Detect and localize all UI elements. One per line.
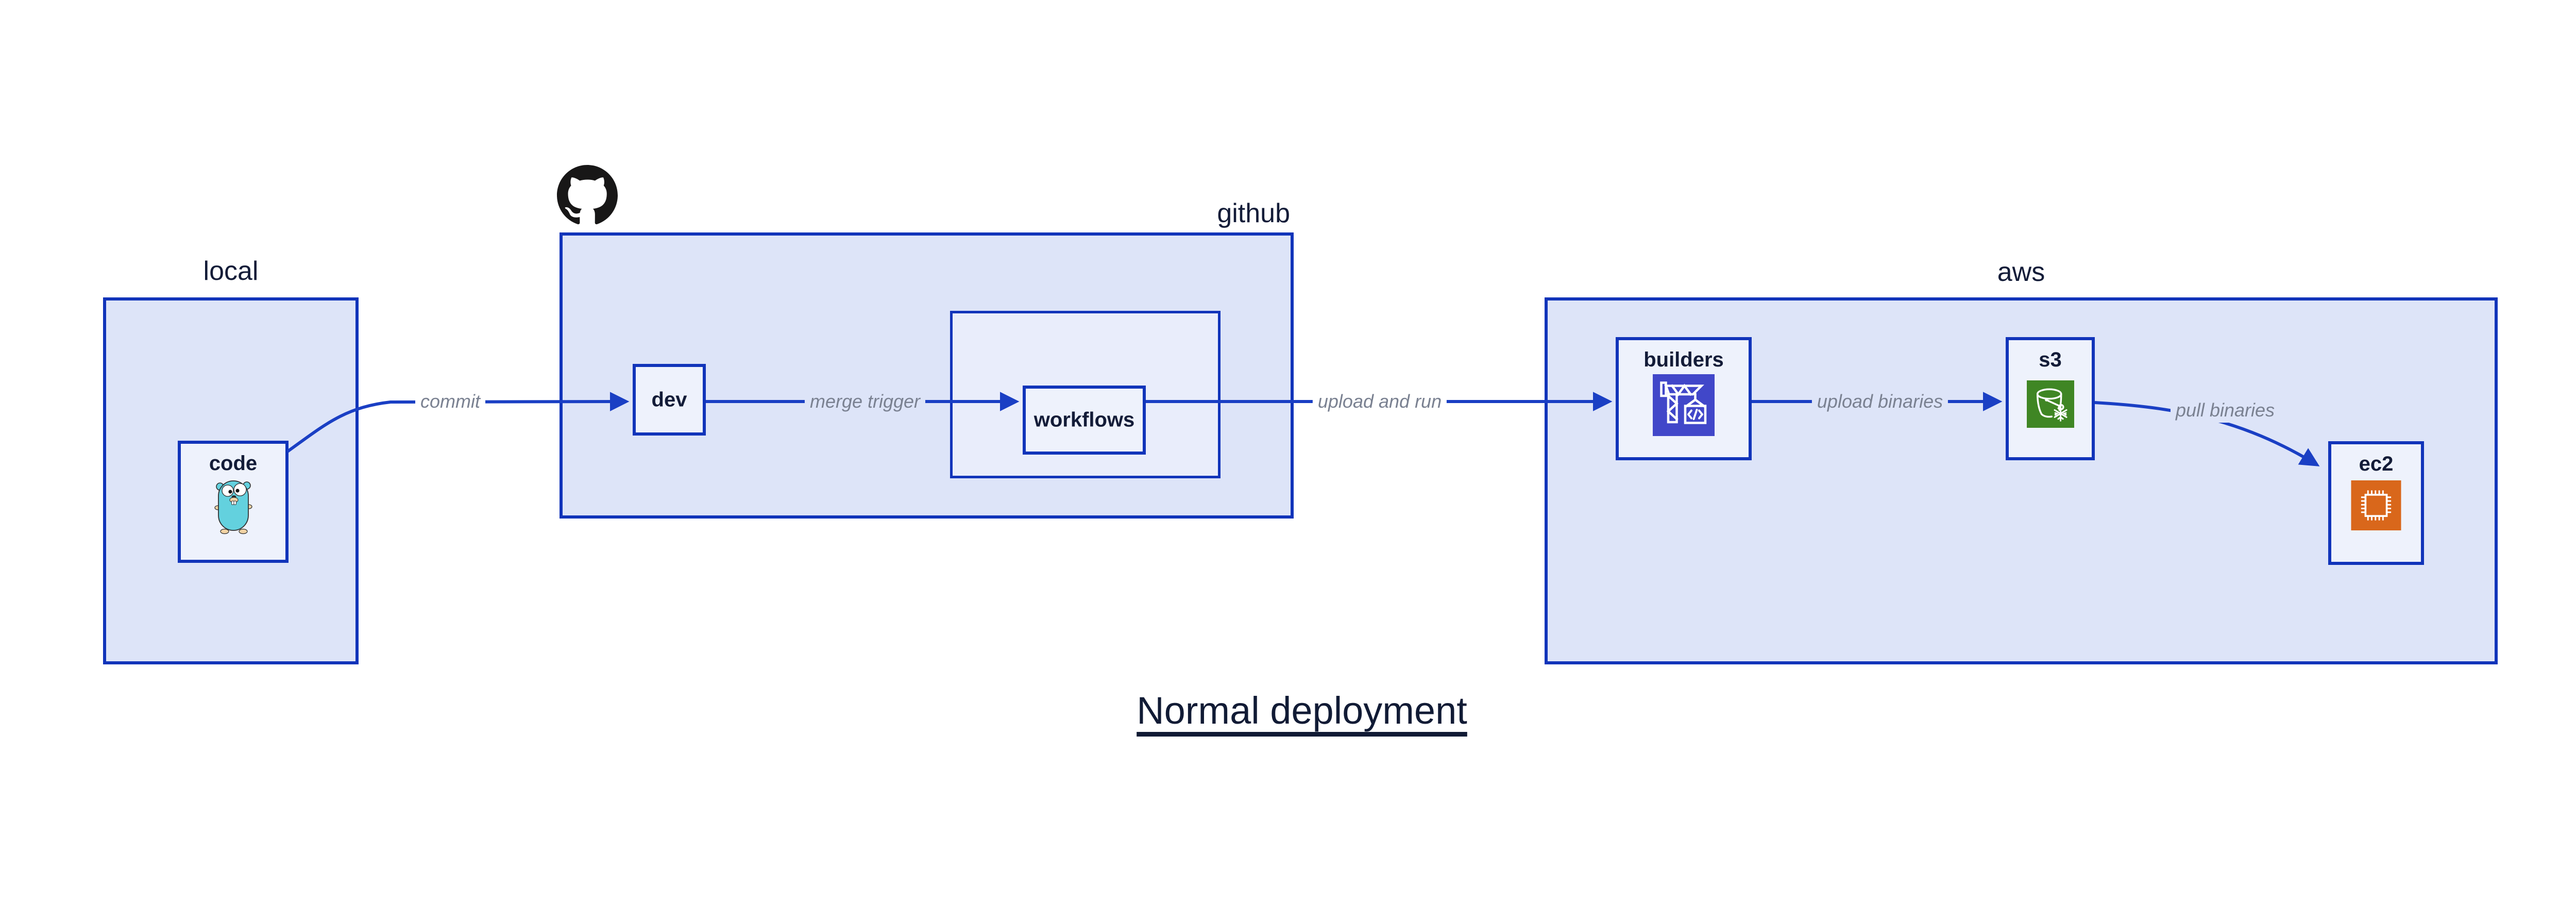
group-box-local (103, 297, 359, 664)
node-label-workflows: workflows (1033, 408, 1135, 431)
node-dev: dev (633, 364, 706, 436)
node-ec2: ec2 (2328, 441, 2424, 565)
github-logo-icon (556, 165, 618, 226)
node-label-code: code (209, 452, 258, 475)
node-workflows: workflows (1023, 386, 1146, 455)
node-label-dev: dev (651, 388, 687, 411)
node-label-ec2: ec2 (2359, 453, 2394, 475)
group-label-github: github (1217, 198, 1290, 228)
edge-label-commit: commit (415, 389, 485, 414)
node-builders: builders (1616, 337, 1752, 460)
edge-label-upload-binaries: upload binaries (1811, 389, 1948, 414)
aws-codebuild-icon (1653, 374, 1715, 436)
group-label-aws: aws (1997, 257, 2045, 287)
diagram-title: Normal deployment (1137, 689, 1467, 732)
edge-label-merge-trigger: merge trigger (804, 389, 926, 414)
edge-label-pull-binaries: pull binaries (2170, 398, 2280, 423)
aws-ec2-icon (2350, 480, 2402, 530)
go-gopher-icon (214, 478, 253, 534)
node-s3: s3 (2006, 337, 2095, 460)
node-code: code (178, 441, 289, 563)
aws-s3-glacier-icon (2026, 380, 2074, 428)
edge-label-upload-and-run: upload and run (1312, 389, 1447, 414)
edge-code-dev (286, 392, 630, 453)
node-label-s3: s3 (2039, 348, 2062, 371)
node-label-builders: builders (1643, 348, 1724, 371)
group-label-local: local (203, 256, 259, 286)
